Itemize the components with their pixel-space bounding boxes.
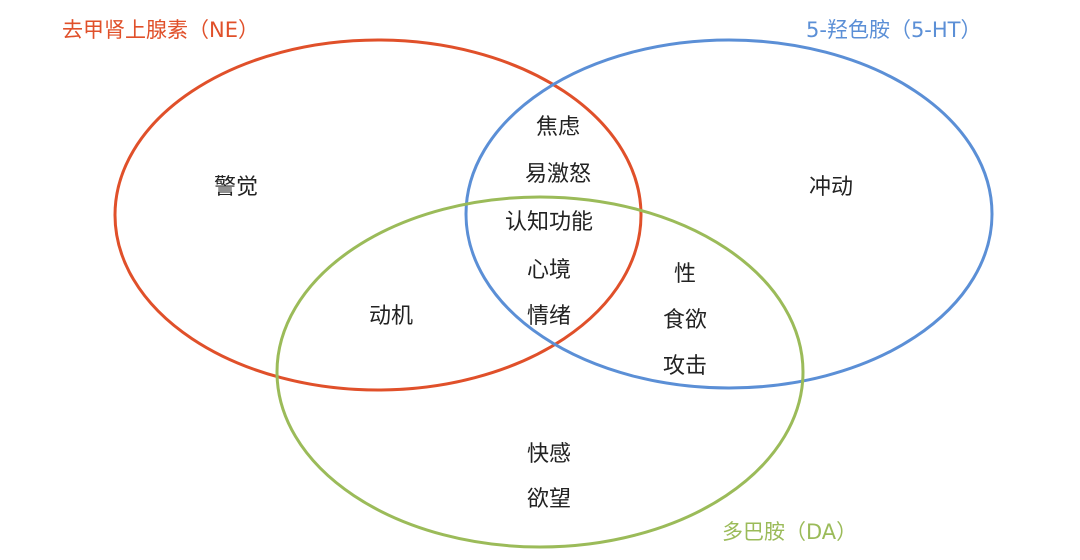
all-item: 情绪 (526, 304, 572, 329)
all-item: 心境 (526, 258, 572, 283)
ne-ellipse (113, 38, 643, 392)
ht-da-item: 性 (673, 262, 697, 287)
ne-ht-item: 易激怒 (524, 162, 592, 187)
ne-ht-item: 焦虑 (535, 115, 581, 140)
ht-only-item: 冲动 (808, 175, 854, 200)
ne-only-item: 警觉 (213, 175, 259, 200)
ht-ellipse (464, 38, 994, 390)
da-only-item: 欲望 (526, 487, 572, 512)
ht-da-item: 食欲 (662, 308, 708, 333)
ne-da-item: 动机 (368, 304, 414, 329)
ht-da-item: 攻击 (662, 354, 708, 379)
ne-set-label: 去甲肾上腺素（NE） (62, 18, 259, 42)
da-set-label: 多巴胺（DA） (722, 520, 858, 544)
da-ellipse (275, 195, 805, 549)
ht-set-label: 5-羟色胺（5-HT） (806, 18, 982, 42)
all-item: 认知功能 (504, 210, 594, 235)
da-only-item: 快感 (526, 442, 572, 467)
